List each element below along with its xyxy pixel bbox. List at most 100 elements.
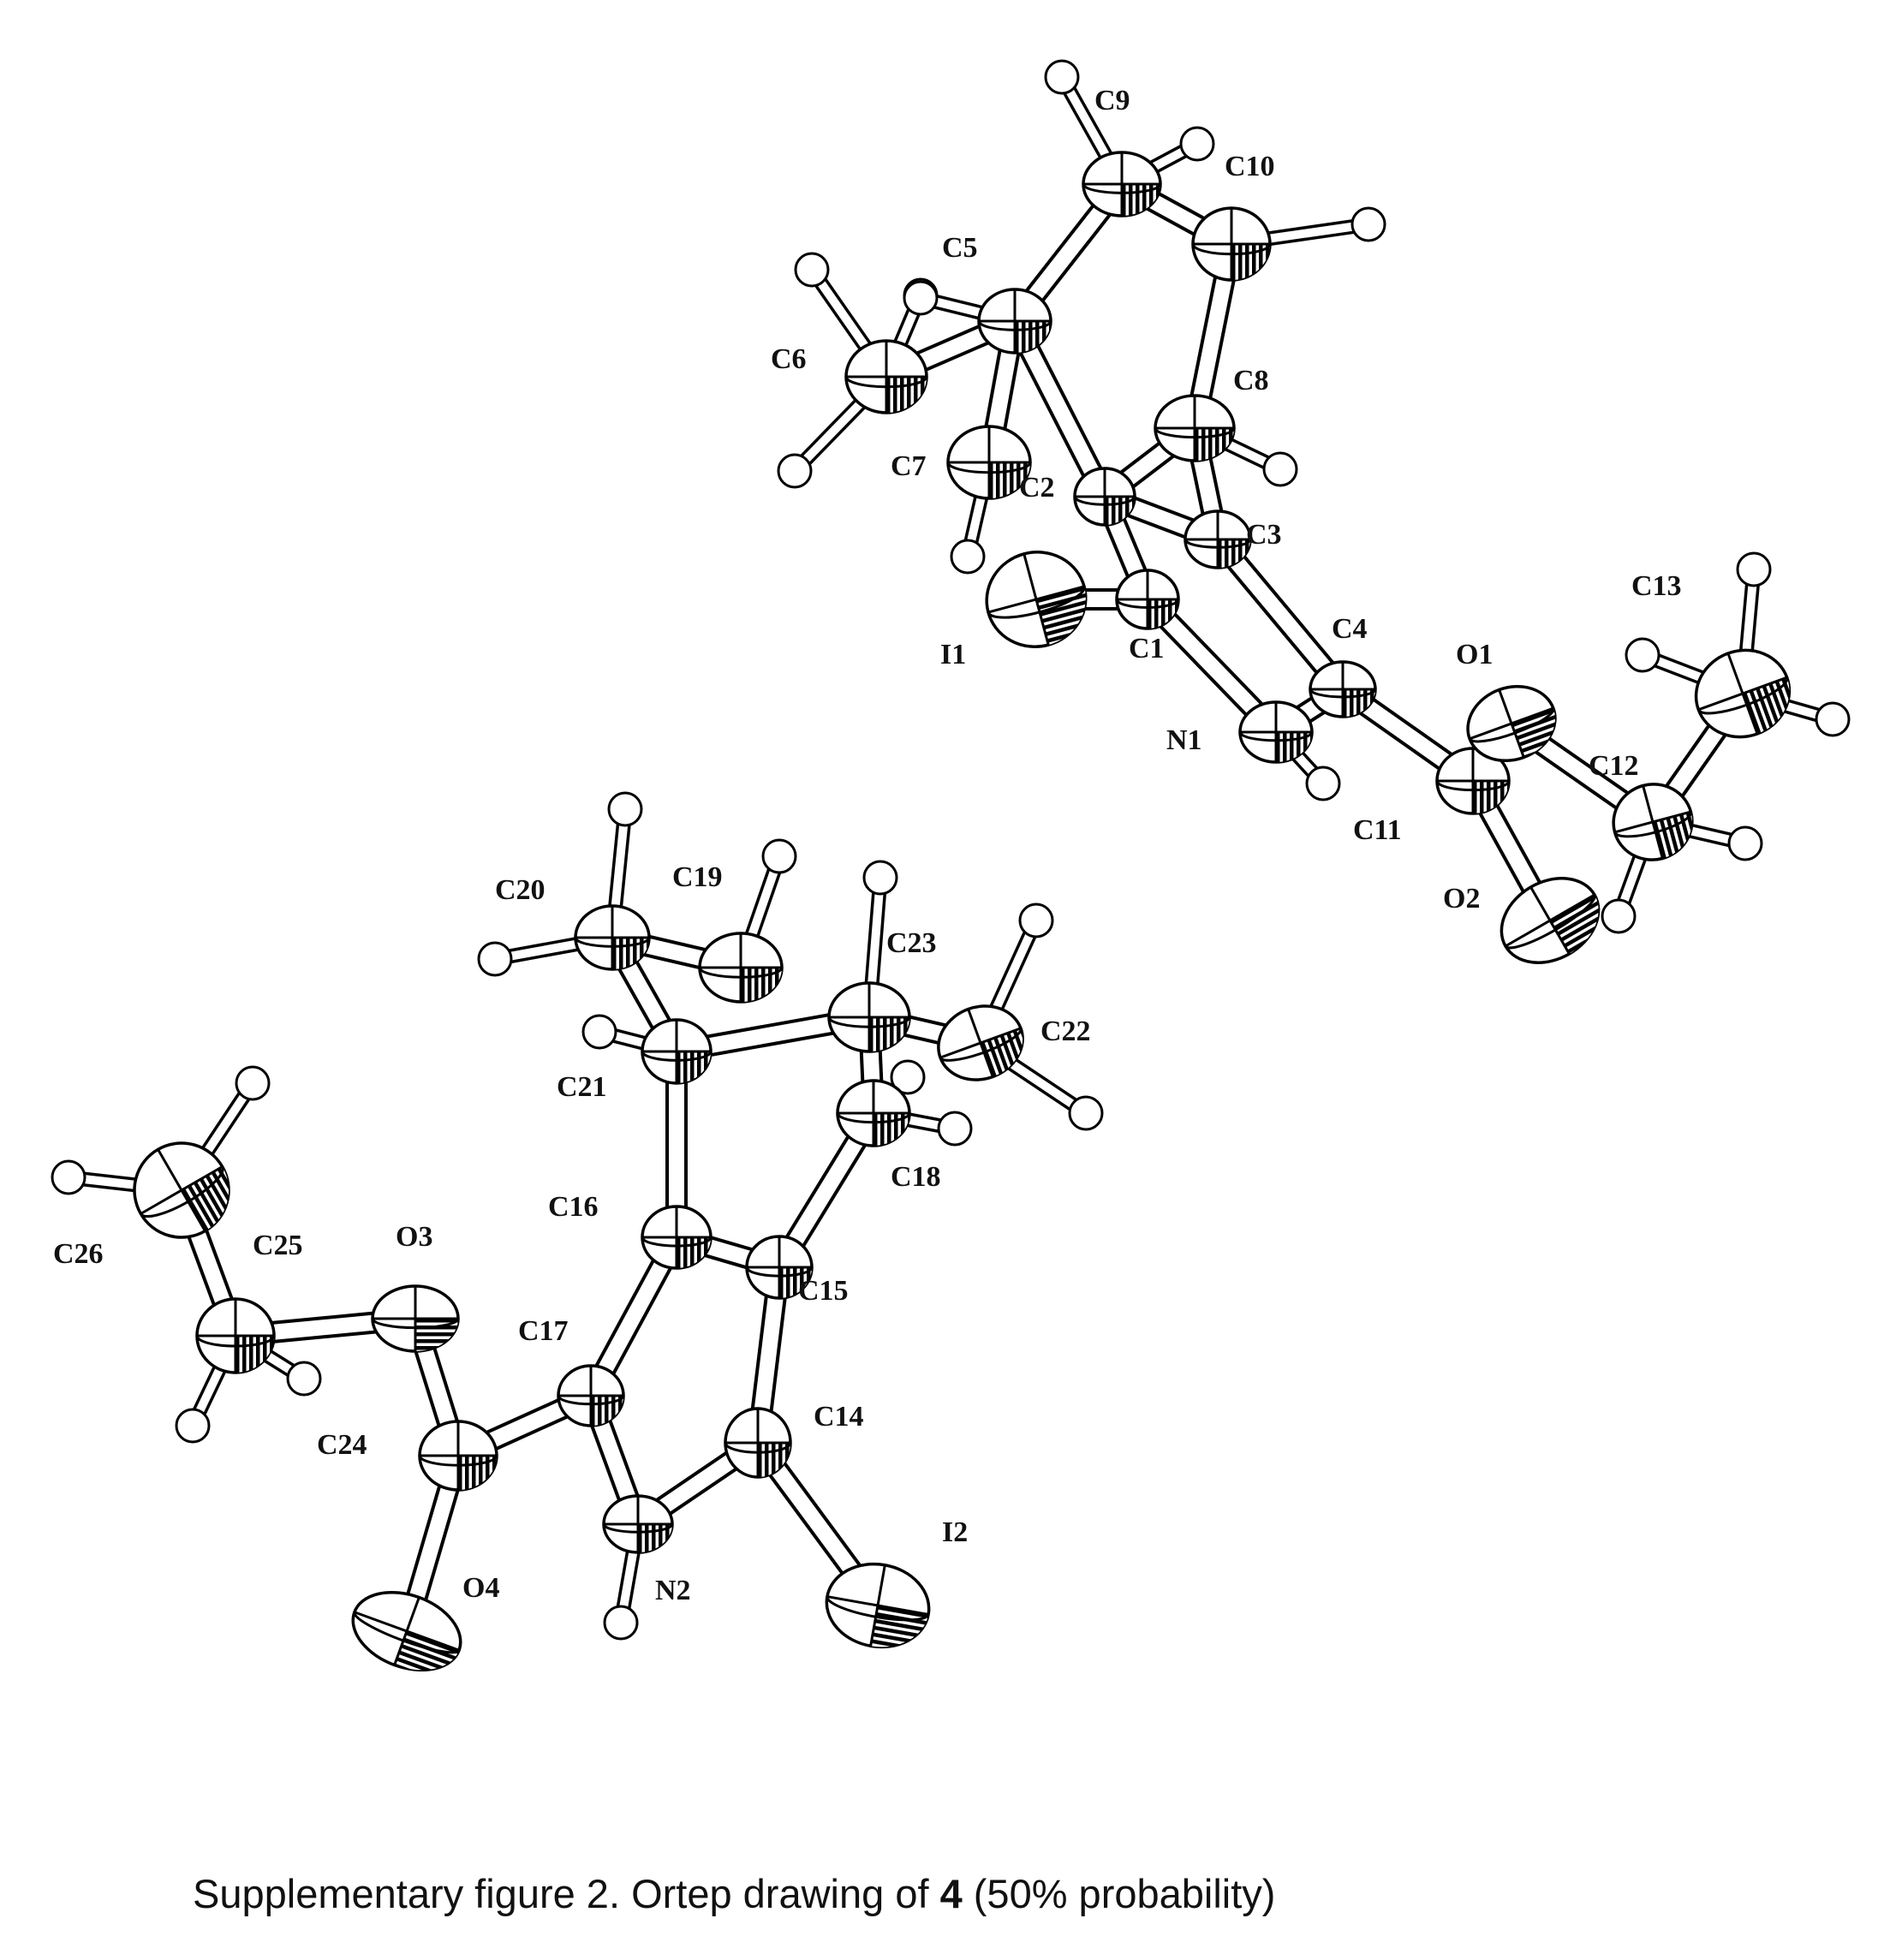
atom-ellipsoid-c6	[844, 339, 928, 414]
atom-label-c13: C13	[1631, 570, 1682, 602]
atom-label-c14: C14	[814, 1401, 864, 1433]
atom-ellipsoid-i1	[985, 551, 1088, 648]
hydrogen-atom	[1815, 701, 1851, 737]
atom-label-n2: N2	[655, 1575, 691, 1606]
atom-label-c4: C4	[1332, 613, 1368, 645]
atom-ellipsoid-c20	[574, 904, 651, 971]
atom-ellipsoid-c5	[977, 288, 1052, 354]
hydrogen-atom	[777, 453, 813, 489]
atom-ellipsoid-c24	[418, 1420, 498, 1492]
ellipsoid-principal-axis	[939, 1027, 1022, 1059]
hydrogen-atom	[1727, 825, 1763, 861]
ellipsoid-hatched-octant	[1036, 586, 1086, 646]
hydrogen-atom	[477, 941, 513, 977]
hydrogen-atom	[1625, 637, 1660, 673]
atom-label-c8: C8	[1233, 365, 1269, 396]
hydrogen-atom	[761, 838, 797, 874]
hydrogen-atom	[1179, 126, 1215, 162]
hydrogen-atom	[1601, 898, 1637, 934]
hydrogen-bond-layer	[68, 73, 1835, 1624]
atom-label-layer: C1C2C3C4C5C6C7C8C9C10C11C12C13N1O1O2I1C1…	[53, 85, 1682, 1606]
atom-label-o2: O2	[1443, 883, 1480, 914]
atom-label-c19: C19	[672, 861, 723, 893]
atom-label-c25: C25	[253, 1230, 303, 1261]
atom-label-c26: C26	[53, 1238, 104, 1270]
caption-prefix: Supplementary figure 2. Ortep drawing of	[193, 1871, 940, 1916]
ellipsoid-principal-axis	[1469, 706, 1554, 741]
atom-label-c2: C2	[1019, 472, 1055, 503]
atom-ellipsoid-o1	[1466, 684, 1557, 763]
atom-ellipsoid-c18	[836, 1079, 911, 1147]
ellipsoid-principal-axis	[140, 1165, 224, 1215]
hydrogen-atom	[794, 252, 830, 288]
hydrogen-atom	[1262, 451, 1298, 487]
ellipsoid-principal-axis	[826, 1595, 929, 1616]
atom-label-i1: I1	[940, 639, 966, 670]
hydrogen-atom	[903, 280, 939, 316]
hydrogen-atom	[1044, 59, 1080, 95]
hydrogen-atom	[1350, 206, 1386, 242]
atom-ellipsoid-c10	[1191, 206, 1272, 282]
atom-ellipsoid-n2	[602, 1494, 674, 1554]
atom-ellipsoid-c11	[1435, 747, 1511, 815]
atom-label-n1: N1	[1166, 724, 1202, 756]
hydrogen-atom	[581, 1014, 617, 1050]
atom-ellipsoid-o2	[1500, 877, 1601, 964]
atom-label-c11: C11	[1353, 814, 1402, 846]
ellipsoid-hatched-octant	[394, 1631, 460, 1671]
hydrogen-atom	[1305, 766, 1341, 801]
atom-label-c12: C12	[1589, 750, 1639, 782]
atom-label-c17: C17	[518, 1315, 569, 1347]
atom-label-c22: C22	[1040, 1016, 1091, 1047]
atom-ellipsoid-c19	[698, 932, 784, 1004]
atom-label-c23: C23	[886, 927, 937, 959]
atom-ellipsoid-c2	[1073, 467, 1136, 527]
atom-ellipsoid-c15	[745, 1235, 814, 1300]
atom-ellipsoid-c8	[1154, 394, 1236, 462]
hydrogen-atom	[937, 1111, 973, 1147]
atom-label-c15: C15	[798, 1275, 849, 1307]
atom-label-c18: C18	[891, 1161, 941, 1193]
hydrogen-atom	[862, 860, 898, 896]
atom-ellipsoid-c13	[1694, 648, 1792, 739]
atom-ellipsoid-c26	[133, 1141, 230, 1239]
atom-label-c9: C9	[1094, 85, 1130, 116]
atom-ellipsoid-c7	[946, 425, 1032, 500]
hydrogen-atom	[1736, 551, 1772, 587]
hydrogen-atom	[51, 1159, 86, 1195]
atom-ellipsoid-c17	[557, 1364, 625, 1427]
ellipsoid-principal-axis	[1505, 893, 1595, 948]
atom-ellipsoid-c23	[827, 981, 911, 1053]
hydrogen-atom	[607, 791, 643, 827]
hydrogen-atom	[286, 1361, 322, 1397]
hydrogen-atom	[1068, 1095, 1104, 1131]
atom-label-c24: C24	[317, 1429, 367, 1461]
hydrogen-atom-layer	[51, 59, 1851, 1641]
atom-ellipsoid-i2	[825, 1562, 931, 1649]
atom-ellipsoid-c14	[724, 1407, 792, 1479]
atom-label-c16: C16	[548, 1191, 599, 1223]
atom-ellipsoid-c9	[1082, 151, 1162, 217]
atom-ellipsoid-c25	[195, 1297, 276, 1374]
atom-ellipsoid-o3	[371, 1284, 460, 1353]
ellipsoid-principal-axis	[987, 585, 1085, 614]
atom-label-o4: O4	[462, 1572, 499, 1604]
atom-label-c1: C1	[1129, 633, 1165, 664]
atom-ellipsoid-c22	[937, 1004, 1024, 1081]
atom-label-i2: I2	[942, 1516, 968, 1548]
atom-label-c20: C20	[495, 874, 546, 906]
atom-label-c7: C7	[891, 450, 927, 482]
hydrogen-atom	[175, 1408, 211, 1444]
hydrogen-atom	[1018, 903, 1054, 938]
figure-caption: Supplementary figure 2. Ortep drawing of…	[193, 1871, 1275, 1916]
atom-label-o1: O1	[1456, 639, 1493, 670]
atom-ellipsoid-c21	[641, 1018, 712, 1085]
atom-label-c6: C6	[771, 343, 807, 375]
atom-ellipsoid-c1	[1115, 569, 1180, 630]
atom-ellipsoid-c3	[1184, 509, 1252, 569]
ellipsoid-hatched-octant	[870, 1606, 929, 1647]
atom-ellipsoid-c4	[1309, 660, 1377, 718]
ellipsoid-principal-axis	[1614, 810, 1691, 834]
caption-compound-number: 4	[940, 1871, 963, 1916]
ellipsoid-principal-axis	[1697, 676, 1788, 712]
